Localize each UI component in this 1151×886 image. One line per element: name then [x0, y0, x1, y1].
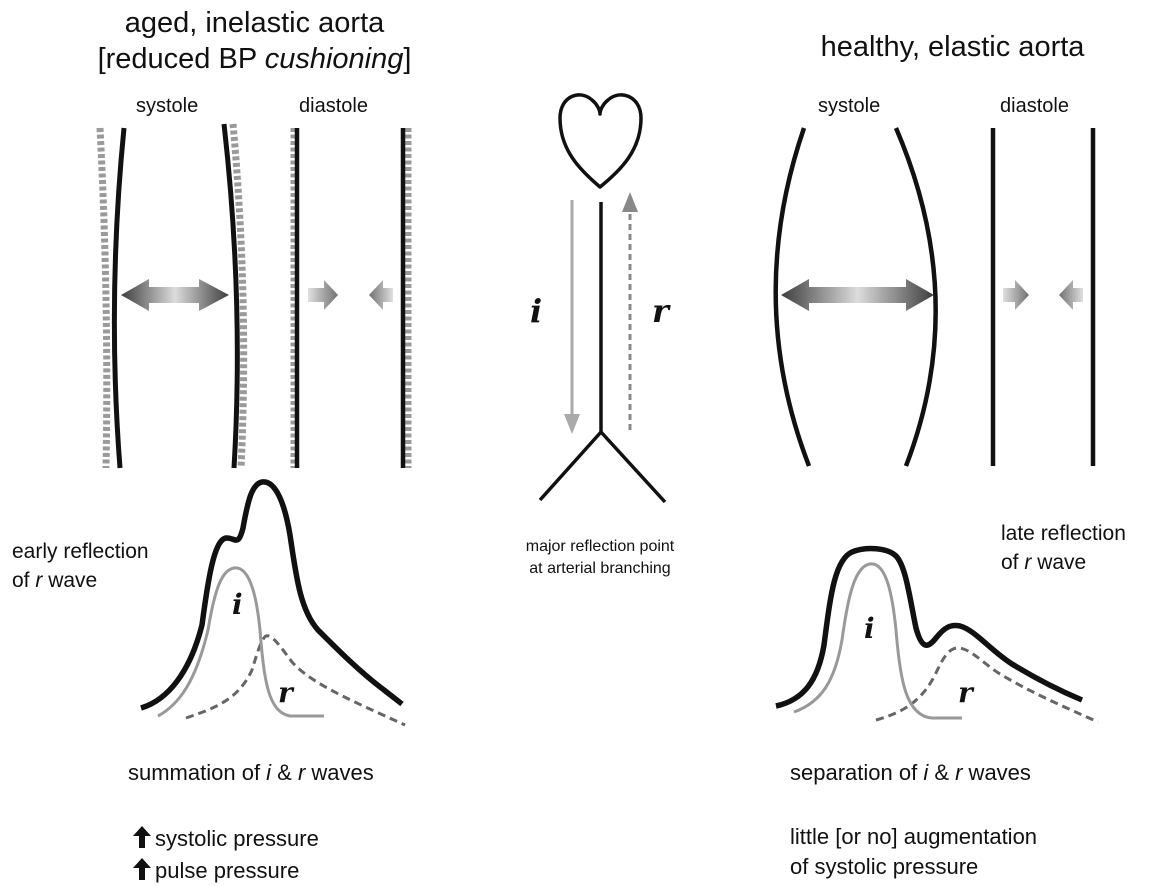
left-wave-i-label: i — [232, 588, 243, 621]
center-caption-line1: major reflection point — [475, 536, 725, 558]
right-title: healthy, elastic aorta — [780, 30, 1125, 64]
double-arrow-icon — [781, 279, 934, 311]
left-title-line2: [reduced BP cushioning] — [62, 42, 447, 76]
center-incident-label: i — [530, 292, 542, 330]
left-reflection-line1: early reflection — [12, 537, 149, 566]
right-vessel-systole — [776, 128, 936, 466]
right-reflection-line2: of r wave — [1001, 548, 1126, 577]
right-arrow-icon — [308, 280, 338, 310]
right-effect: little [or no] augmentation of systolic … — [790, 822, 1037, 882]
left-effect-2: pulse pressure — [132, 854, 299, 886]
right-arrow-icon — [1003, 280, 1029, 310]
right-vessel-diastole — [993, 128, 1093, 466]
right-systole-label: systole — [818, 95, 880, 118]
right-caption: separation of i & r waves — [790, 758, 1031, 788]
right-wave-i-label: i — [864, 612, 875, 645]
center-caption-line2: at arterial branching — [475, 558, 725, 580]
left-arrow-icon — [1059, 280, 1083, 310]
up-arrow-icon — [132, 825, 152, 849]
left-vessel-diastole — [294, 128, 408, 468]
incident-wave-arrow — [564, 200, 580, 434]
right-wave-r-label: r — [958, 676, 973, 709]
left-title-line1: aged, inelastic aorta — [62, 6, 447, 40]
right-effect-line1: little [or no] augmentation — [790, 822, 1037, 852]
left-reflection-note: early reflection of r wave — [12, 537, 149, 595]
right-effect-line2: of systolic pressure — [790, 852, 1037, 882]
left-waveforms — [141, 482, 405, 725]
left-vessel-systole — [100, 124, 244, 468]
left-reflection-line2: of r wave — [12, 566, 149, 595]
right-reflection-note: late reflection of r wave — [1001, 519, 1126, 577]
up-arrow-icon — [132, 857, 152, 881]
left-wave-r-label: r — [278, 676, 293, 709]
left-diastole-label: diastole — [299, 95, 368, 118]
center-reflected-label: r — [652, 292, 669, 330]
center-caption: major reflection point at arterial branc… — [475, 536, 725, 580]
artery-tree — [540, 202, 665, 502]
left-effect-1: systolic pressure — [132, 822, 319, 854]
left-arrow-icon — [369, 280, 393, 310]
double-arrow-icon — [121, 279, 229, 311]
right-reflection-line1: late reflection — [1001, 519, 1126, 548]
right-diastole-label: diastole — [1000, 95, 1069, 118]
heart-icon — [560, 95, 641, 187]
reflected-wave-arrow — [622, 192, 638, 430]
left-systole-label: systole — [136, 95, 198, 118]
left-caption: summation of i & r waves — [128, 758, 374, 788]
